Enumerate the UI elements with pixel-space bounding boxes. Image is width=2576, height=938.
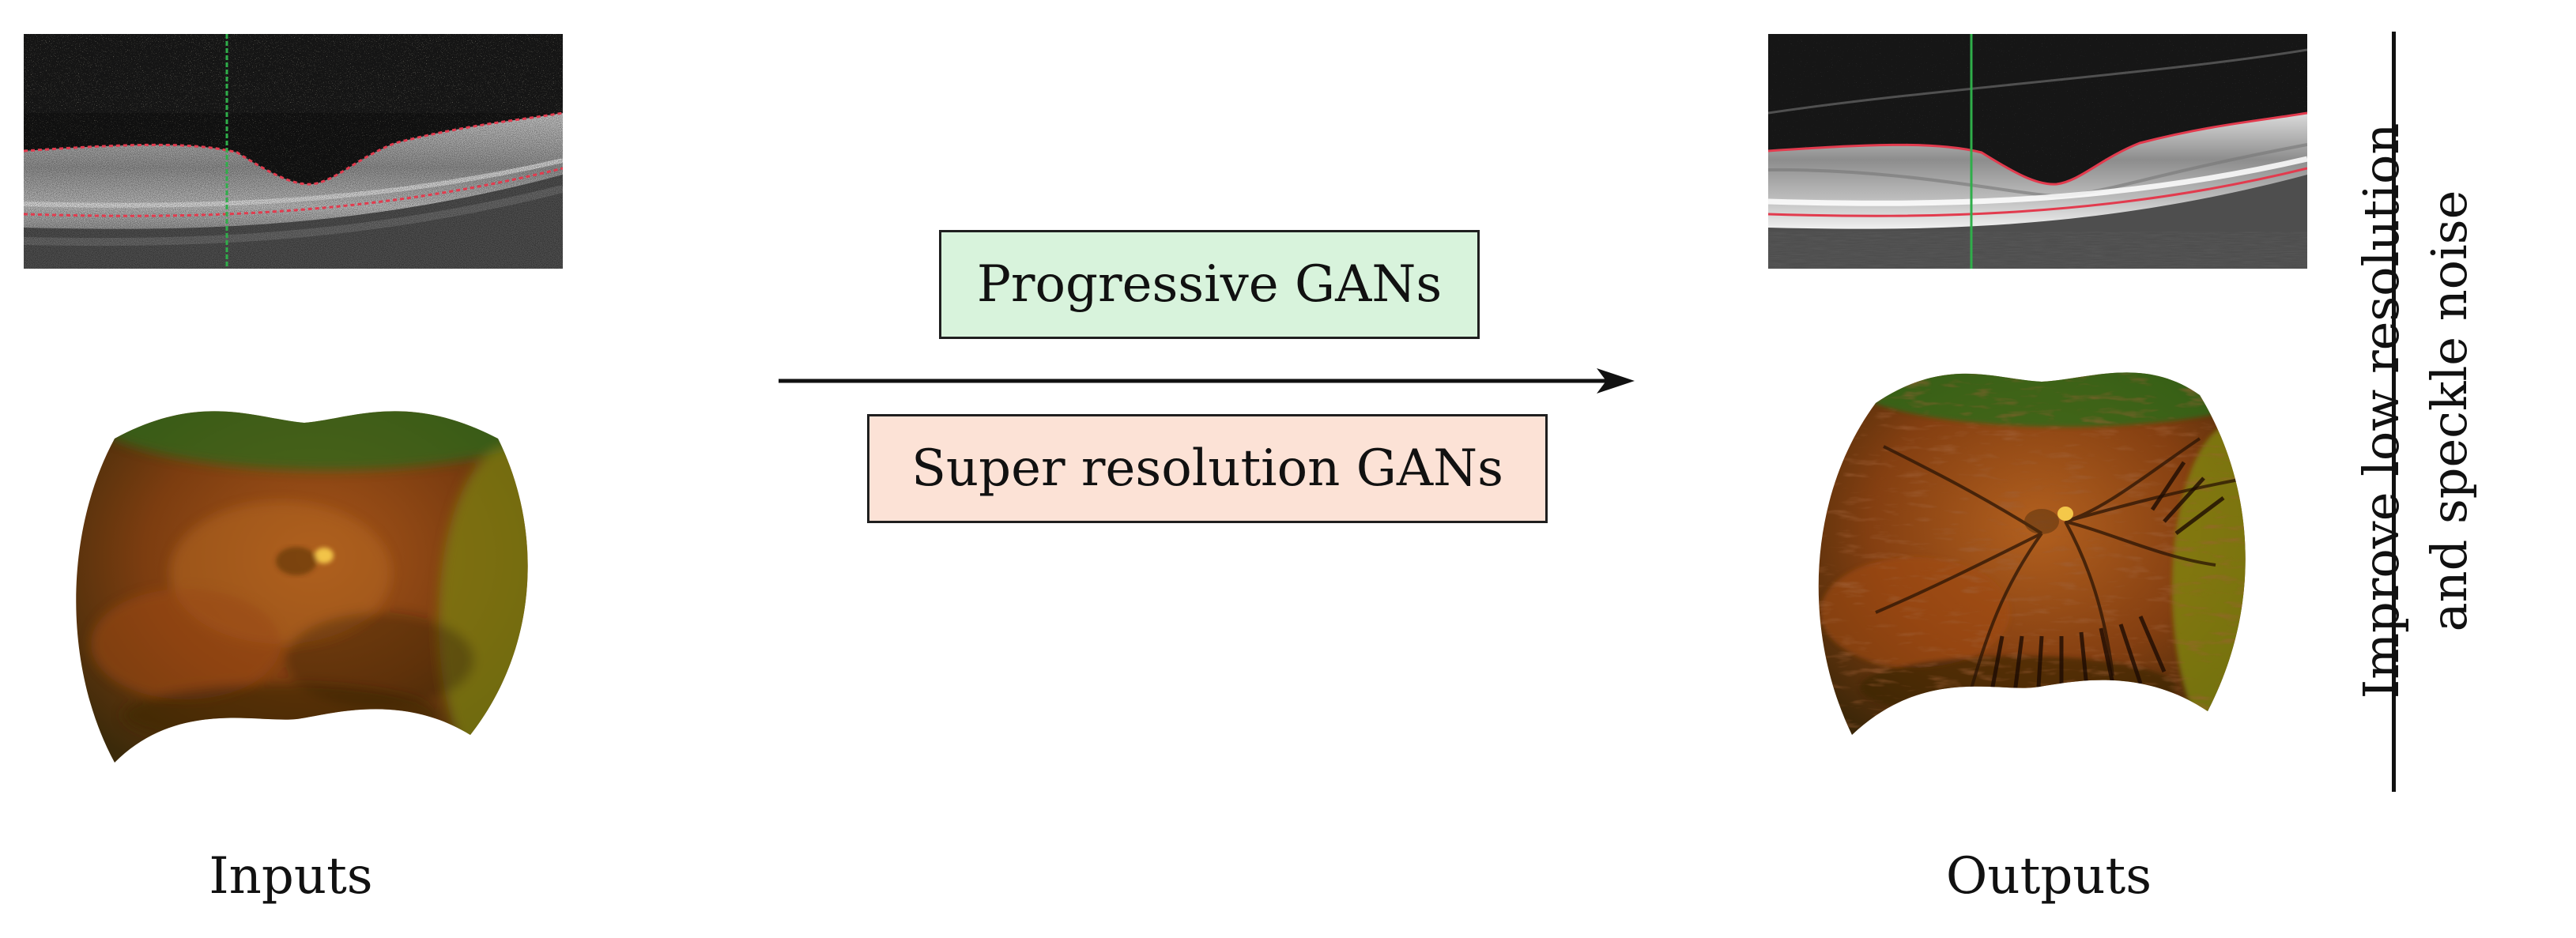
vertical-divider <box>2392 32 2396 792</box>
output-fundus-image <box>1805 352 2271 740</box>
input-fundus-image <box>67 383 541 770</box>
output-oct-scan <box>1768 34 2307 269</box>
progressive-gans-box: Progressive GANs <box>939 230 1480 339</box>
side-note-line-2: and speckle noise <box>2420 190 2478 632</box>
inputs-caption: Inputs <box>209 847 373 906</box>
outputs-caption: Outputs <box>1945 847 2152 906</box>
side-note: Improve low resolution and speckle noise <box>2348 111 2490 711</box>
transform-arrow <box>779 368 1635 394</box>
input-oct-scan <box>24 34 563 269</box>
side-note-line-1: Improve low resolution <box>2352 122 2410 699</box>
super-resolution-gans-box: Super resolution GANs <box>867 414 1548 523</box>
